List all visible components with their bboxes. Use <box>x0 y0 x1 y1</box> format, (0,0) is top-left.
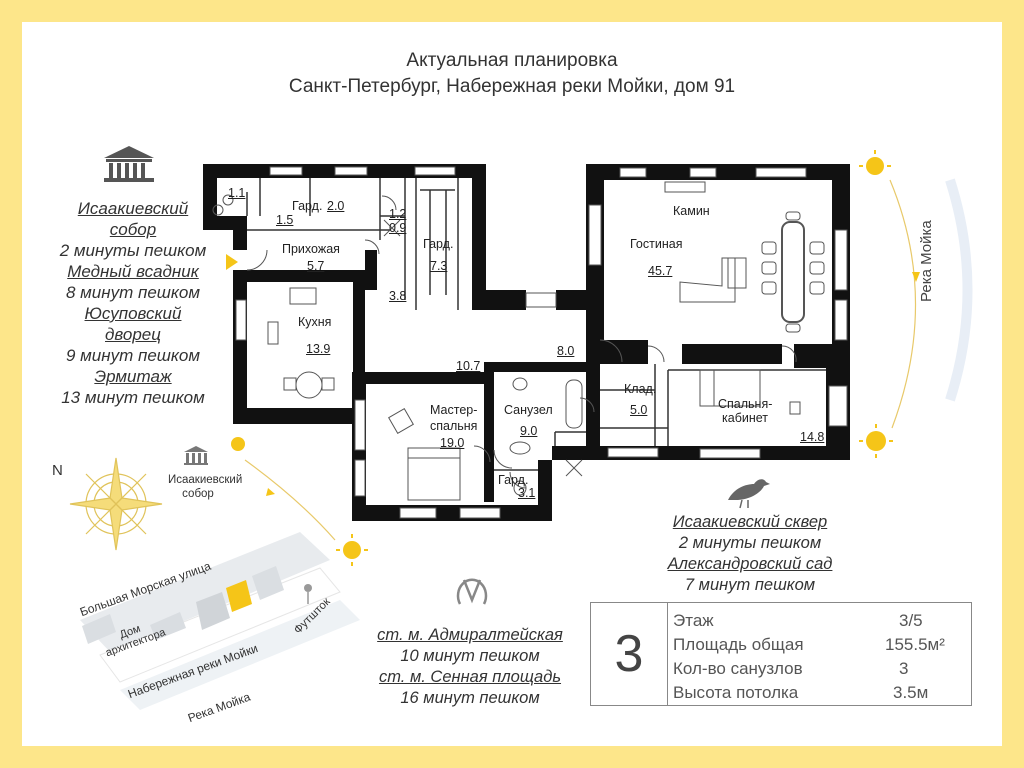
room-label: Кухня <box>298 315 332 329</box>
sun-path-arrow-icon <box>266 488 275 496</box>
room-area: 5.7 <box>307 259 325 273</box>
apartment-stats: 3 Этаж 3/5 Площадь общая 155.5м² Кол-во … <box>590 602 972 706</box>
crow-icon <box>728 479 770 509</box>
metro-name: ст. м. Адмиралтейская <box>377 626 563 644</box>
map-cathedral-label: Исаакиевский <box>168 474 243 486</box>
room-label: Спальня- <box>718 397 773 411</box>
entrance-arrow-icon <box>226 254 238 270</box>
room-label: спальня <box>430 419 478 433</box>
room-area: 19.0 <box>440 436 465 450</box>
room-label: Гард. <box>292 199 323 213</box>
north-label: N <box>52 462 63 479</box>
room-area: 14.8 <box>800 430 825 444</box>
landmark-name: Исаакиевский <box>77 199 189 218</box>
header-address: Санкт-Петербург, Набережная реки Мойки, … <box>288 76 736 97</box>
square-name: Исаакиевский сквер <box>672 513 828 531</box>
river-line <box>945 178 973 402</box>
landmark-time: 13 минут пешком <box>61 388 205 407</box>
metro-time: 10 минут пешком <box>400 647 540 665</box>
landmark-name: Эрмитаж <box>94 367 172 386</box>
room-area: 1.2 <box>389 207 407 221</box>
landmark-name: собор <box>109 220 157 239</box>
sun-path-arrow-right-icon <box>912 272 920 282</box>
room-area: 9.0 <box>520 424 538 438</box>
room-label: Гард. <box>423 237 454 251</box>
room-label: Камин <box>673 204 710 218</box>
sun-icon <box>231 157 886 559</box>
landmark-name: Юсуповский <box>84 304 182 323</box>
walls <box>203 164 850 521</box>
apartment-number: 3 <box>591 603 668 705</box>
landmark-name: Медный всадник <box>67 262 199 281</box>
river-label-right: Река Мойка <box>918 220 935 302</box>
windows <box>235 166 848 519</box>
stat-row: Высота потолка 3.5м <box>673 683 965 703</box>
stat-value: 3 <box>899 659 909 678</box>
futshtok-pin-icon <box>304 584 312 604</box>
stat-value: 3.5м <box>893 683 929 702</box>
room-area: 3.1 <box>518 486 536 500</box>
stat-label: Этаж <box>673 611 714 630</box>
landmark-time: 2 минуты пешком <box>59 241 207 260</box>
room-area: 8.0 <box>557 344 575 358</box>
room-area: 7.3 <box>430 259 448 273</box>
sun-path-right <box>889 179 917 429</box>
stat-value: 3/5 <box>899 611 923 630</box>
stat-label: Кол-во санузлов <box>673 659 803 678</box>
stat-row: Кол-во санузлов 3 <box>673 659 965 679</box>
map-cathedral-label: собор <box>182 488 214 500</box>
metro-name: ст. м. Сенная площадь <box>378 668 562 686</box>
garden-time: 7 минут пешком <box>684 576 816 594</box>
room-area: 45.7 <box>648 264 673 278</box>
compass-icon <box>69 457 163 551</box>
room-label: Мастер- <box>430 403 478 417</box>
metro-time: 16 минут пешком <box>400 689 540 707</box>
metro-info: ст. м. Адмиралтейская 10 минут пешком ст… <box>362 625 578 709</box>
room-area: 1.5 <box>276 213 294 227</box>
room-label: Прихожая <box>282 242 340 256</box>
doors <box>246 195 797 489</box>
square-time: 2 минуты пешком <box>678 534 822 552</box>
stat-value: 155.5м² <box>885 635 945 654</box>
header-title: Актуальная планировка <box>406 50 618 71</box>
landmark-time: 8 минут пешком <box>65 283 201 302</box>
room-label: Гард. <box>498 473 529 487</box>
room-area: 5.0 <box>630 403 648 417</box>
sun-path <box>244 459 336 541</box>
room-label: Санузел <box>504 403 553 417</box>
room-area: 1.1 <box>228 186 246 200</box>
map-museum-icon <box>184 446 208 465</box>
room-area: 13.9 <box>306 342 331 356</box>
landmark-name: дворец <box>105 325 161 344</box>
partitions <box>246 178 826 471</box>
room-area: 3.8 <box>389 289 407 303</box>
museum-icon <box>104 146 154 182</box>
square-info: Исаакиевский сквер 2 минуты пешком Алекс… <box>640 512 860 596</box>
furniture <box>212 181 825 501</box>
room-label: Клад. <box>624 382 657 396</box>
stat-row: Площадь общая 155.5м² <box>673 635 965 655</box>
room-area: 2.0 <box>327 199 345 213</box>
stat-label: Площадь общая <box>673 635 804 654</box>
garden-name: Александровский сад <box>667 555 833 573</box>
room-label: Гостиная <box>630 237 683 251</box>
metro-logo-icon <box>456 578 488 605</box>
city-map <box>80 532 360 710</box>
room-area: 10.7 <box>456 359 481 373</box>
landmarks-list: Исаакиевский собор 2 минуты пешком Медны… <box>28 198 238 408</box>
sun-rays <box>336 150 893 566</box>
stat-label: Высота потолка <box>673 683 799 702</box>
landmark-time: 9 минут пешком <box>65 346 201 365</box>
room-area: 0.9 <box>389 221 407 235</box>
stat-row: Этаж 3/5 <box>673 611 965 631</box>
room-label: кабинет <box>722 411 769 425</box>
